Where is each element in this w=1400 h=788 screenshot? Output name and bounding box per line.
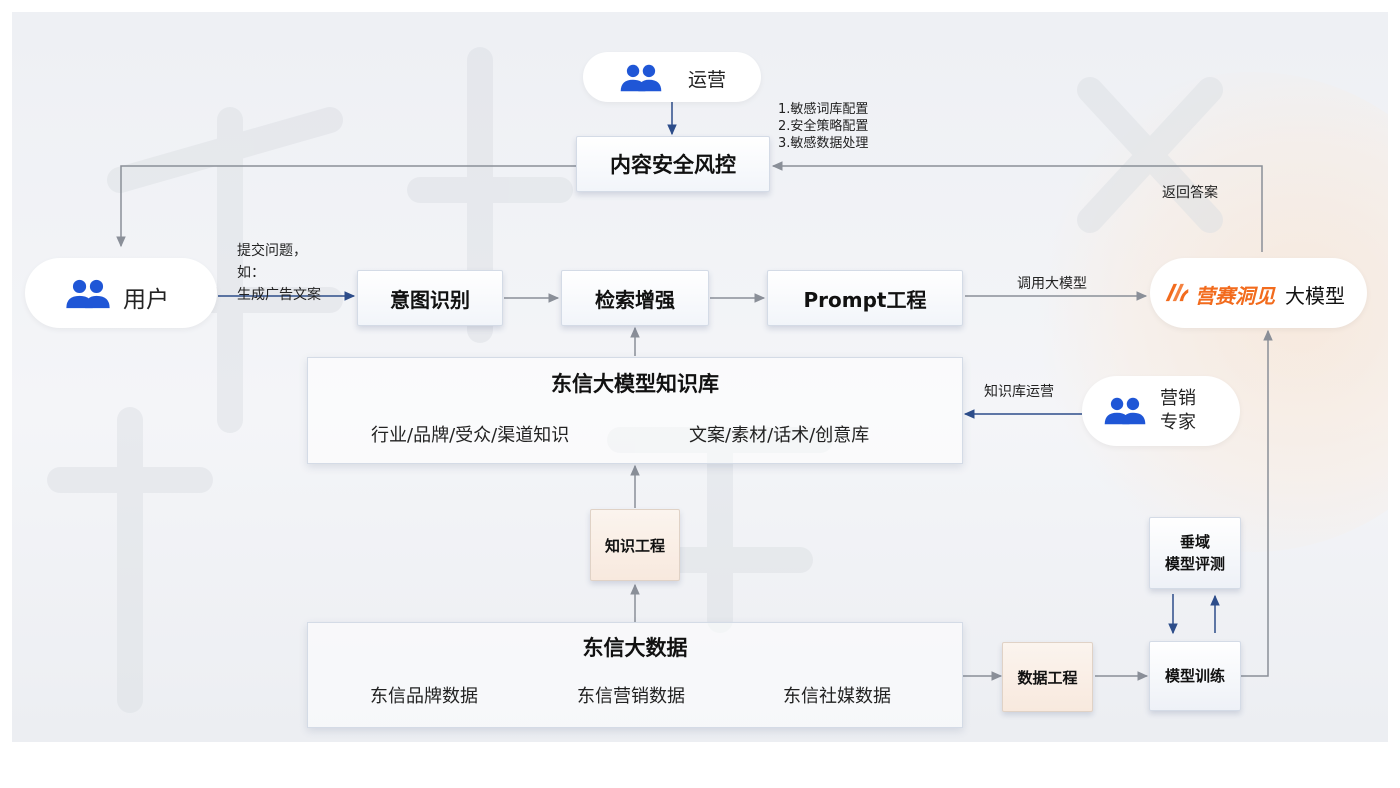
model-training-box: 模型训练	[1149, 641, 1241, 711]
user-pill: 用户	[25, 258, 217, 328]
llm-brand-name: 营赛洞见	[1195, 284, 1275, 308]
big-data-item: 东信社媒数据	[783, 686, 891, 707]
submit-note-line: 提交问题，	[237, 243, 307, 259]
submit-question-note: 提交问题， 如： 生成广告文案	[237, 240, 321, 306]
knowledge-engineering-label: 知识工程	[604, 536, 665, 555]
data-engineering-label: 数据工程	[1017, 668, 1078, 687]
intent-recognition-label: 意图识别	[390, 287, 470, 312]
submit-note-line: 如：	[237, 265, 265, 281]
kb-ops-label: 知识库运营	[984, 384, 1054, 400]
marketing-expert-label: 营销 专家	[1160, 387, 1196, 435]
prompt-engineering-label: Prompt工程	[803, 287, 927, 312]
content-risk-control-title: 内容安全风控	[610, 153, 736, 177]
knowledge-base-panel: 东信大模型知识库 行业/品牌/受众/渠道知识 文案/素材/话术/创意库	[307, 357, 963, 464]
people-icon	[620, 64, 662, 92]
vertical-eval-line: 模型评测	[1164, 555, 1225, 573]
vertical-eval-line: 垂域	[1179, 533, 1210, 551]
user-label: 用户	[123, 287, 169, 313]
submit-note-line: 生成广告文案	[237, 287, 321, 303]
content-risk-control-box: 内容安全风控	[576, 136, 770, 192]
knowledge-engineering-box: 知识工程	[590, 509, 680, 581]
data-engineering-box: 数据工程	[1002, 642, 1093, 712]
model-training-label: 模型训练	[1164, 667, 1225, 685]
llm-pill: 营赛洞见 大模型	[1150, 258, 1367, 328]
marketing-expert-pill: 营销 专家	[1082, 376, 1240, 446]
people-icon	[1104, 397, 1146, 425]
risk-config-item: 1.敏感词库配置	[778, 102, 869, 117]
big-data-title: 东信大数据	[582, 636, 688, 660]
return-answer-label: 返回答案	[1162, 185, 1218, 201]
big-data-item: 东信营销数据	[577, 686, 685, 707]
expert-label-line: 专家	[1160, 412, 1196, 433]
llm-suffix: 大模型	[1285, 284, 1345, 308]
knowledge-base-title: 东信大模型知识库	[551, 372, 719, 396]
retrieval-augmentation-box: 检索增强	[561, 270, 709, 326]
retrieval-augmentation-label: 检索增强	[595, 287, 675, 312]
big-data-panel: 东信大数据 东信品牌数据 东信营销数据 东信社媒数据	[307, 622, 963, 728]
intent-recognition-box: 意图识别	[357, 270, 503, 326]
knowledge-base-item: 行业/品牌/受众/渠道知识	[371, 425, 570, 446]
operations-pill: 运营	[583, 52, 761, 102]
risk-config-item: 3.敏感数据处理	[778, 136, 869, 151]
risk-config-list: 1.敏感词库配置 2.安全策略配置 3.敏感数据处理	[778, 101, 868, 152]
prompt-engineering-box: Prompt工程	[767, 270, 963, 326]
people-icon	[66, 279, 110, 309]
risk-config-item: 2.安全策略配置	[778, 119, 869, 134]
big-data-item: 东信品牌数据	[370, 686, 478, 707]
vertical-eval-label: 垂域 模型评测	[1165, 531, 1225, 575]
operations-label: 运营	[688, 69, 727, 91]
call-model-label: 调用大模型	[1017, 276, 1087, 292]
expert-label-line: 营销	[1160, 388, 1196, 409]
llm-logo-icon	[1165, 283, 1189, 302]
knowledge-base-item: 文案/素材/话术/创意库	[689, 425, 870, 446]
vertical-eval-box: 垂域 模型评测	[1149, 517, 1241, 589]
